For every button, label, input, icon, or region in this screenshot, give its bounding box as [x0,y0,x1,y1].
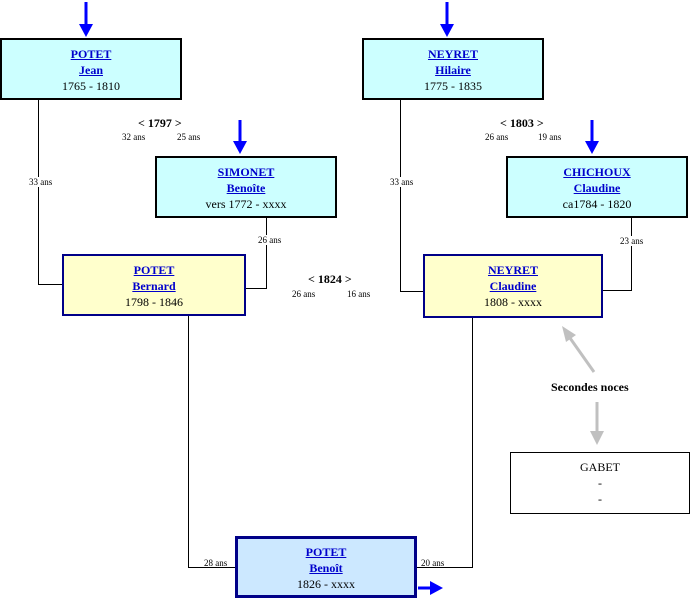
person-box-potet-benoit: POTET Benoît 1826 - xxxx [235,536,417,598]
marriage-husband-age-1797: 32 ans [122,132,146,142]
surname-link[interactable]: POTET [133,263,175,277]
marriage-husband-age-1824: 26 ans [292,289,316,299]
age-label-jean: 33 ans [29,177,53,187]
surname-link[interactable]: SIMONET [217,165,275,179]
blue-arrow-chichoux [585,120,599,154]
blue-arrow-simonet [233,120,247,154]
surname-link[interactable]: NEYRET [487,263,538,277]
line-claudine-benoit-h [415,567,473,568]
line-claudine-down [472,318,473,568]
life-dates: vers 1772 - xxxx [205,197,287,211]
age-label-claudine: 20 ans [421,558,445,568]
life-dates: 1808 - xxxx [484,295,542,309]
given-name-link[interactable]: Bernard [132,279,176,293]
given-name-link[interactable]: Claudine [489,279,537,293]
life-dates: 1765 - 1810 [62,79,120,93]
line-bernard-down [188,316,189,567]
given-name-link[interactable]: Hilaire [435,63,471,77]
line-chichoux-claudine-h [602,290,632,291]
blue-arrow-child-right [418,581,443,595]
line-benoite-down [266,218,267,288]
life-dates: 1775 - 1835 [424,79,482,93]
person-box-chichoux-claudine: CHICHOUX Claudine ca1784 - 1820 [506,156,688,218]
person-box-potet-jean: POTET Jean 1765 - 1810 [0,38,182,100]
grey-arrow-up [562,326,596,373]
marriage-wife-age-1803: 19 ans [538,132,562,142]
person-box-potet-bernard: POTET Bernard 1798 - 1846 [62,254,246,316]
life-dates: 1826 - xxxx [297,577,355,591]
person-box-neyret-claudine: NEYRET Claudine 1808 - xxxx [423,254,603,318]
marriage-wife-age-1824: 16 ans [347,289,371,299]
grey-arrow-down [590,402,604,445]
surname-link[interactable]: NEYRET [427,47,478,61]
line-jean-down [38,100,39,284]
given-name-link[interactable]: Claudine [573,181,621,195]
person-box-gabet: GABET - - [510,452,690,514]
marriage-year-1824: < 1824 > [308,272,352,286]
person-box-simonet-benoite: SIMONET Benoîte vers 1772 - xxxx [155,156,337,218]
life-dates: 1798 - 1846 [125,295,183,309]
marriage-wife-age-1797: 25 ans [177,132,201,142]
line-chichoux-down [631,218,632,290]
marriage-husband-age-1803: 26 ans [485,132,509,142]
line-hilaire-down [400,100,401,291]
line-benoite-bernard-h [245,288,267,289]
surname-link[interactable]: CHICHOUX [563,165,631,179]
gabet-line-2: - [598,476,602,490]
line-jean-bernard-h [38,284,62,285]
given-name-link[interactable]: Jean [79,63,103,77]
surname-link[interactable]: POTET [305,545,347,559]
marriage-year-1797: < 1797 > [138,116,182,130]
blue-arrow-hilaire [440,2,454,37]
age-label-hilaire: 33 ans [390,177,414,187]
blue-arrow-jean [79,2,93,37]
life-dates: ca1784 - 1820 [562,197,632,211]
second-marriage-label: Secondes noces [551,380,629,394]
person-box-neyret-hilaire: NEYRET Hilaire 1775 - 1835 [362,38,544,100]
age-label-benoite: 26 ans [258,235,282,245]
given-name-link[interactable]: Benoîte [226,181,266,195]
marriage-year-1803: < 1803 > [500,116,544,130]
given-name-link[interactable]: Benoît [309,561,343,575]
line-bernard-benoit-h [188,567,236,568]
age-label-bernard: 28 ans [204,558,228,568]
line-hilaire-claudine-h [400,291,423,292]
surname-link[interactable]: POTET [70,47,112,61]
gabet-line-3: - [598,492,602,506]
age-label-chichoux: 23 ans [620,236,644,246]
gabet-surname: GABET [580,460,620,474]
